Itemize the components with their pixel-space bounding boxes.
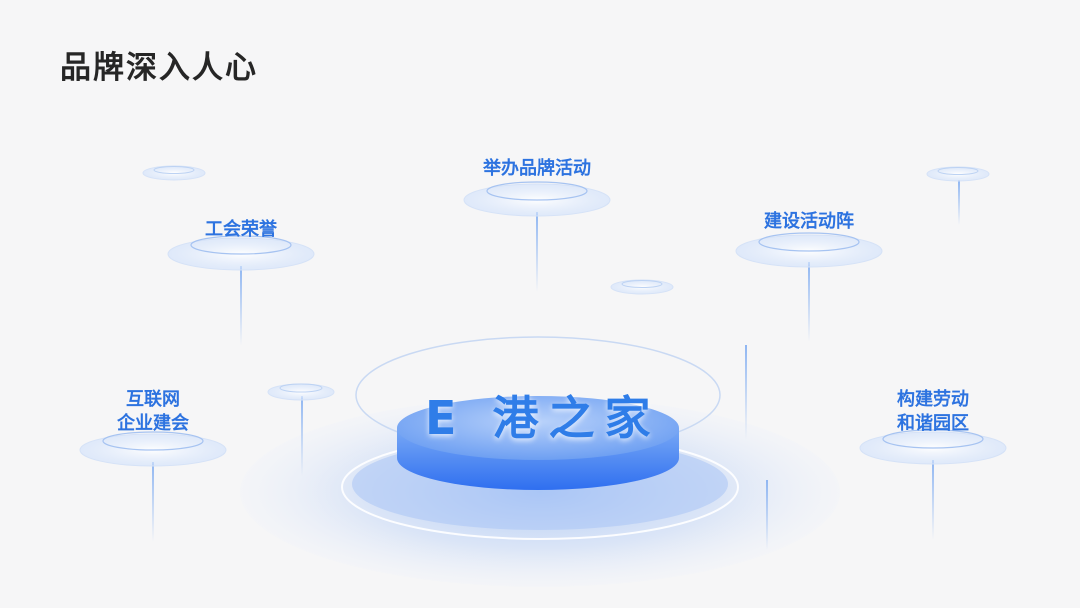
stem <box>240 266 242 346</box>
node-platform-union-honor <box>167 235 315 271</box>
stem <box>745 345 747 440</box>
node-label-internet-union: 互联网 企业建会 <box>117 389 189 434</box>
stem <box>932 460 934 540</box>
decorative-disk <box>610 279 674 295</box>
page-title: 品牌深入人心 <box>60 50 258 86</box>
stem <box>958 180 960 225</box>
decorative-disk <box>142 165 206 181</box>
node-platform-brand-activity <box>463 181 611 217</box>
node-platform-internet-union <box>79 431 227 467</box>
center-disc-top <box>397 396 679 460</box>
node-label-union-honor: 工会荣誉 <box>205 219 277 240</box>
stem <box>766 480 768 550</box>
decorative-disk <box>267 383 335 401</box>
node-label-brand-activity: 举办品牌活动 <box>483 158 591 179</box>
node-label-harmonious-park: 构建劳动 和谐园区 <box>897 389 969 434</box>
decorative-disk <box>926 166 990 182</box>
stem <box>808 262 810 342</box>
node-platform-activity-front <box>735 232 883 268</box>
stem <box>301 396 303 476</box>
stem <box>152 462 154 542</box>
node-platform-harmonious-park <box>859 429 1007 465</box>
node-label-activity-front: 建设活动阵 <box>764 211 854 232</box>
stem <box>536 212 538 292</box>
center-title: E 港之家 <box>425 391 661 445</box>
